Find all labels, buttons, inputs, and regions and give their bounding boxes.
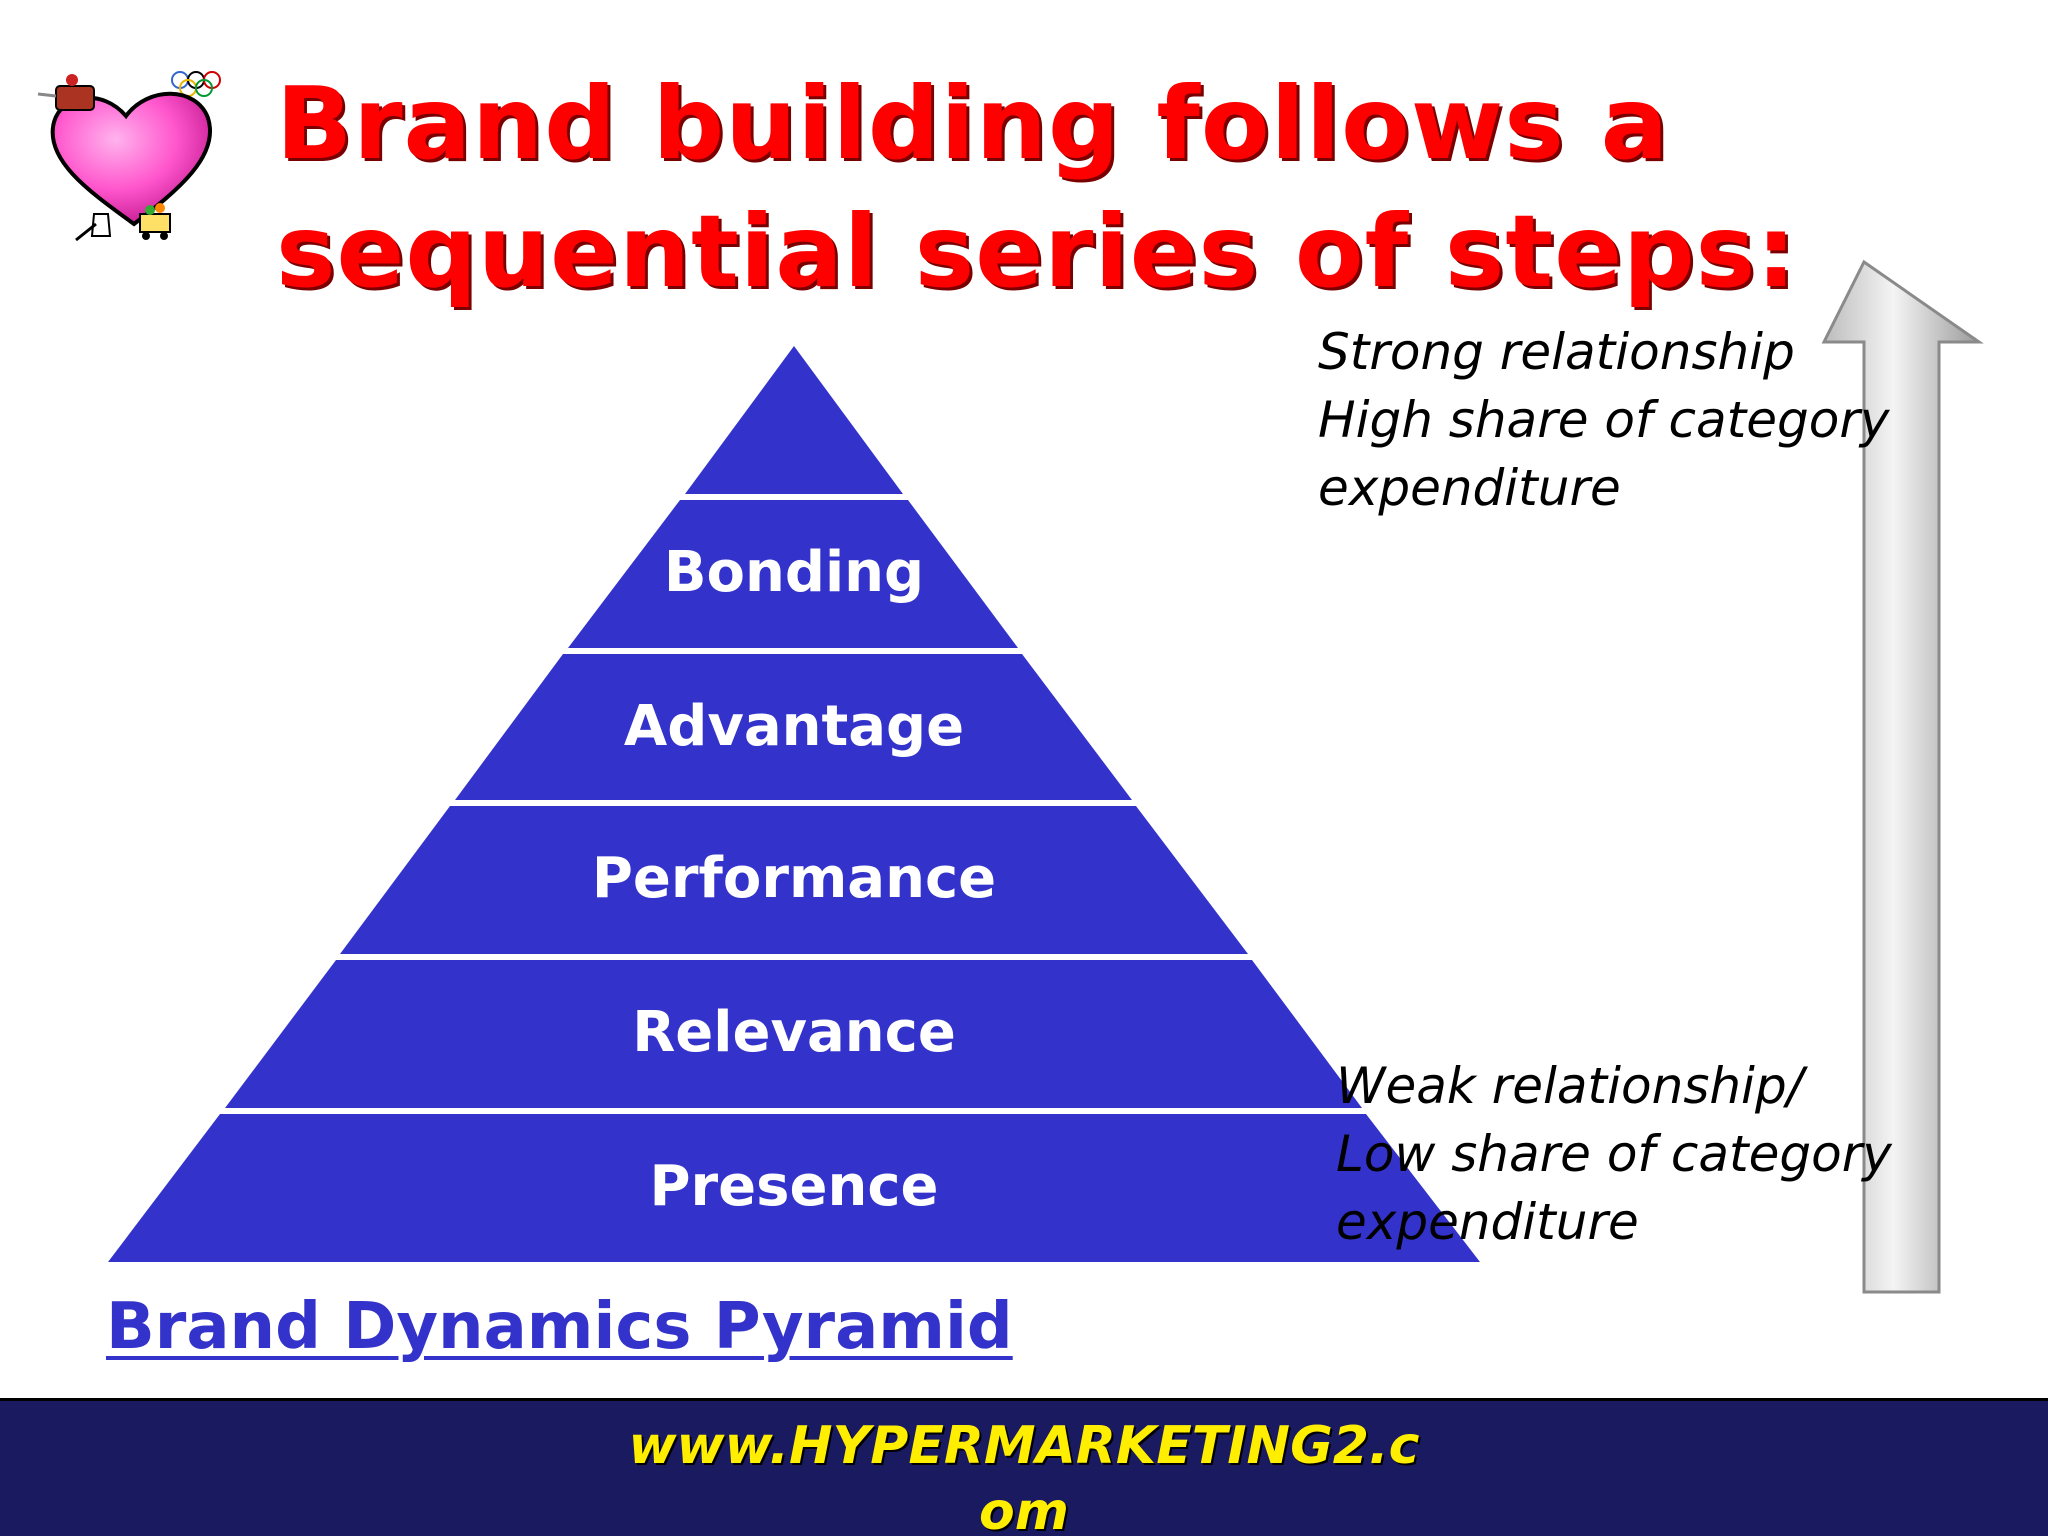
title-line-2: sequential series of steps: — [276, 193, 1798, 310]
strong-relationship-note: Strong relationship High share of catego… — [1318, 318, 1889, 522]
title-line-1: Brand building follows a — [276, 65, 1670, 182]
note-top-line-3: expenditure — [1318, 459, 1621, 517]
note-bottom-line-1: Weak relationship/ — [1336, 1057, 1804, 1115]
pyramid-tier-2 — [568, 500, 1018, 648]
footer-website-link[interactable]: www.HYPERMARKETING2.com — [628, 1416, 1420, 1536]
pyramid-tier-1 — [685, 346, 903, 494]
tier-label-bonding: Bonding — [664, 540, 924, 605]
pyramid-tier-3 — [455, 654, 1132, 800]
tier-label-relevance: Relevance — [632, 1000, 956, 1065]
note-bottom-line-2: Low share of category — [1336, 1125, 1892, 1183]
weak-relationship-note: Weak relationship/ Low share of category… — [1336, 1052, 1892, 1256]
tier-label-performance: Performance — [592, 846, 996, 911]
tier-label-advantage: Advantage — [624, 694, 964, 759]
pyramid-tier-5 — [225, 960, 1362, 1108]
up-arrow-icon — [1821, 259, 1984, 1294]
slide-title: Brand building follows a sequential seri… — [276, 60, 1976, 316]
pyramid-tier-4 — [340, 806, 1248, 954]
note-bottom-line-3: expenditure — [1336, 1193, 1639, 1251]
heart-shopping-cart-icon — [37, 71, 221, 242]
tier-label-presence: Presence — [650, 1154, 939, 1219]
pyramid-caption[interactable]: Brand Dynamics Pyramid — [106, 1290, 1013, 1364]
note-top-line-2: High share of category — [1318, 391, 1890, 449]
note-top-line-1: Strong relationship — [1318, 323, 1795, 381]
pyramid-tier-6 — [108, 1114, 1480, 1262]
footer-bar: www.HYPERMARKETING2.com — [0, 1398, 2048, 1536]
